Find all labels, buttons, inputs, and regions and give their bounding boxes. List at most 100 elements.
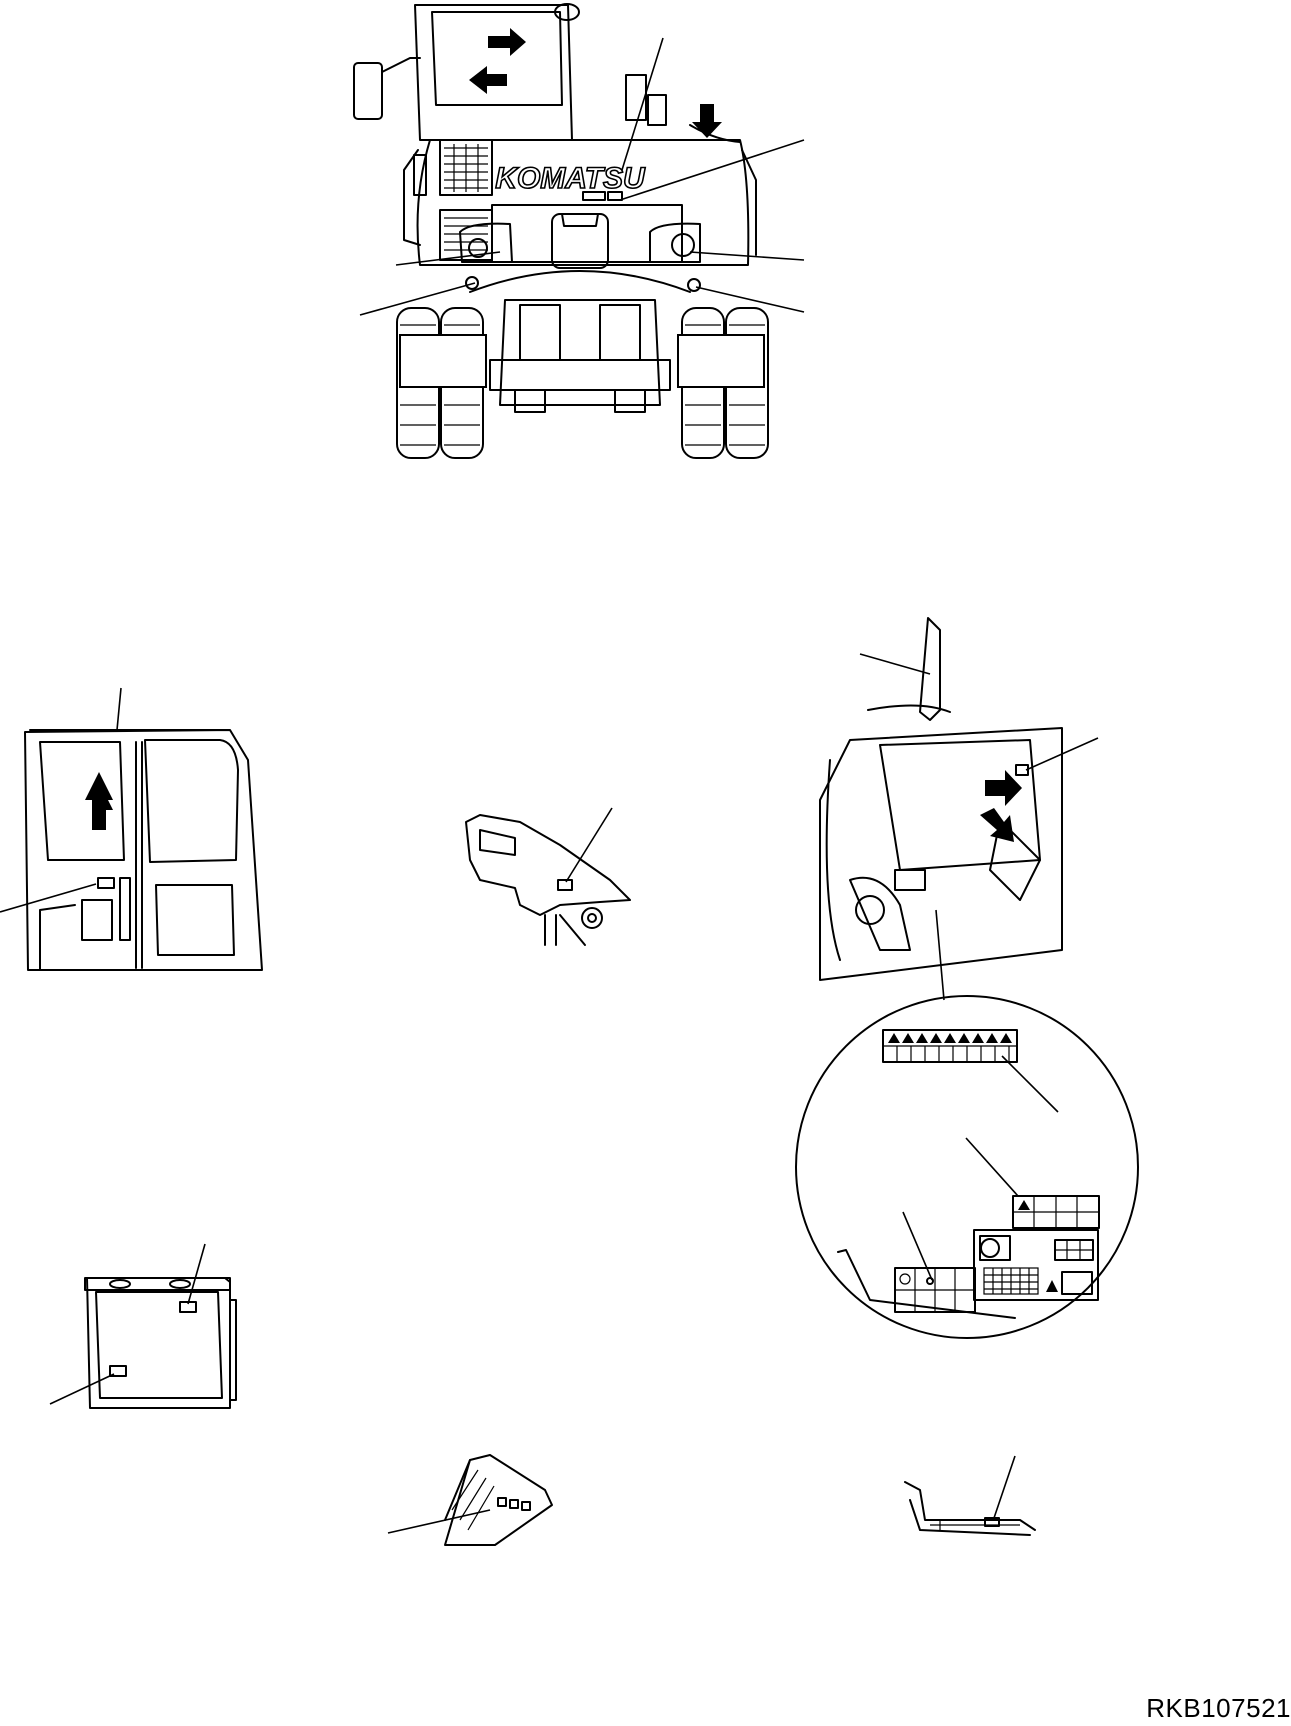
arrow-right-icon-cab [985,770,1022,806]
bracket-pivot-hole [587,913,597,923]
bracket-legs [544,914,586,946]
arrow-left-icon [469,66,507,94]
cab-left-window [39,741,125,861]
mirror-arm [381,57,421,73]
cab-front-roof [84,1277,231,1291]
cab-left-outline [24,729,263,971]
cab-front-lamp-left [109,1279,131,1289]
label-panel-table-grid [984,1268,1038,1294]
axle-cylinders [519,304,641,361]
grille-lines-lower [444,217,488,251]
engine-grille-upper [439,139,493,196]
caution-triangle-icon [1018,1200,1030,1210]
frame-arc [469,270,691,293]
bracket-slot [479,829,516,856]
cab-left-handle [119,877,131,941]
cab-body [414,4,573,141]
label-block-left-fan [899,1273,911,1285]
floor-detail-view [904,1455,1036,1536]
floor-detail-step [909,1499,1031,1536]
mudguard-right [677,334,765,388]
warning-triangles [888,1033,1012,1043]
rear-hatch [551,213,609,269]
angled-panel-outline [444,1454,553,1546]
leader-floor-detail [993,1455,1016,1519]
leader-cab-right-label [1025,737,1099,771]
zoom-circle [795,995,1139,1339]
label-panel-box-b-grid [1055,1240,1093,1260]
brand-text: KOMATSU [495,162,646,195]
undercarriage-frame [499,299,661,406]
angled-panel-edge [444,1459,471,1521]
angled-panel-ribs [451,1469,495,1531]
axle-brackets [514,389,646,413]
floor-detail-label [984,1517,1000,1527]
left-tail-lamp [468,238,488,258]
boom-cylinder [625,74,647,121]
cab-rear-window [431,11,563,106]
cab-front-outline [86,1277,231,1409]
leader-cab-left-label [0,883,97,913]
bracket-label [557,879,573,891]
leader-cab-front-upper [187,1243,206,1305]
label-panel-box-c [1061,1271,1093,1295]
arrow-up-stem [94,782,113,810]
hatch-handle [561,213,599,227]
leader-warning-strip [1001,1055,1059,1113]
leader-label-block-upper [965,1137,1019,1197]
open-roof-window [919,617,941,721]
figure-reference-code: RKB107521 [1146,1693,1291,1723]
leader-angled-panel [387,1509,491,1534]
bracket-outline [465,814,631,916]
axle-housing [489,359,671,391]
arrow-right-icon [488,28,526,56]
cab-left-label [97,877,115,889]
cab-front-window [95,1291,223,1399]
cab-right-window [879,739,1041,871]
cab-front-label-lower [109,1365,127,1377]
leader-cab-front-lower [49,1373,115,1405]
cab-door-upper-window [144,739,239,863]
mudguard-left [399,334,487,388]
zoom-detail-circle [795,995,1139,1339]
cab-left-side-view [0,687,263,971]
label-block-left-grid [895,1268,975,1312]
zoom-floor-line [837,1249,1016,1319]
leader-center-part [565,807,613,883]
cab-right-label [1015,764,1029,776]
label-block-upper-grid [1013,1196,1099,1228]
caution-triangle-icon-b [1046,1280,1058,1292]
cab-right-side-view [819,617,1099,1001]
bracket-pivot [581,907,603,929]
label-block-left-dot [926,1277,934,1285]
panel-switch-1 [497,1497,507,1507]
operator-seat [849,876,911,951]
floor-detail-outline [904,1481,1036,1531]
roof-window-base [867,704,951,713]
hood-edge [689,124,741,143]
left-reflector [465,276,479,290]
leader-zoom [935,909,945,1001]
warning-strip-cells [883,1045,1017,1062]
center-part-detail [465,807,631,946]
rear-view-leader-lines [359,37,805,316]
leader-label-block-left [902,1211,933,1281]
seat-knob [855,895,885,925]
left-lamp-housing [459,222,513,263]
side-body-right [741,149,757,256]
right-reflector [687,278,701,292]
right-lamp-housing [649,222,701,263]
right-tail-lamp [671,233,695,257]
boom-block [647,94,667,126]
floor-detail-lines [930,1520,1020,1530]
cab-left-console [81,899,113,941]
side-handrail [413,154,427,196]
cab-right-lever [989,819,1041,901]
cab-front-side-rail [229,1299,237,1401]
cab-front-lamp-right [169,1279,191,1289]
grille-lines-upper [444,144,488,192]
label-panel-gauge [980,1238,1000,1258]
side-body-left [403,149,421,246]
door-pillar [135,741,143,969]
